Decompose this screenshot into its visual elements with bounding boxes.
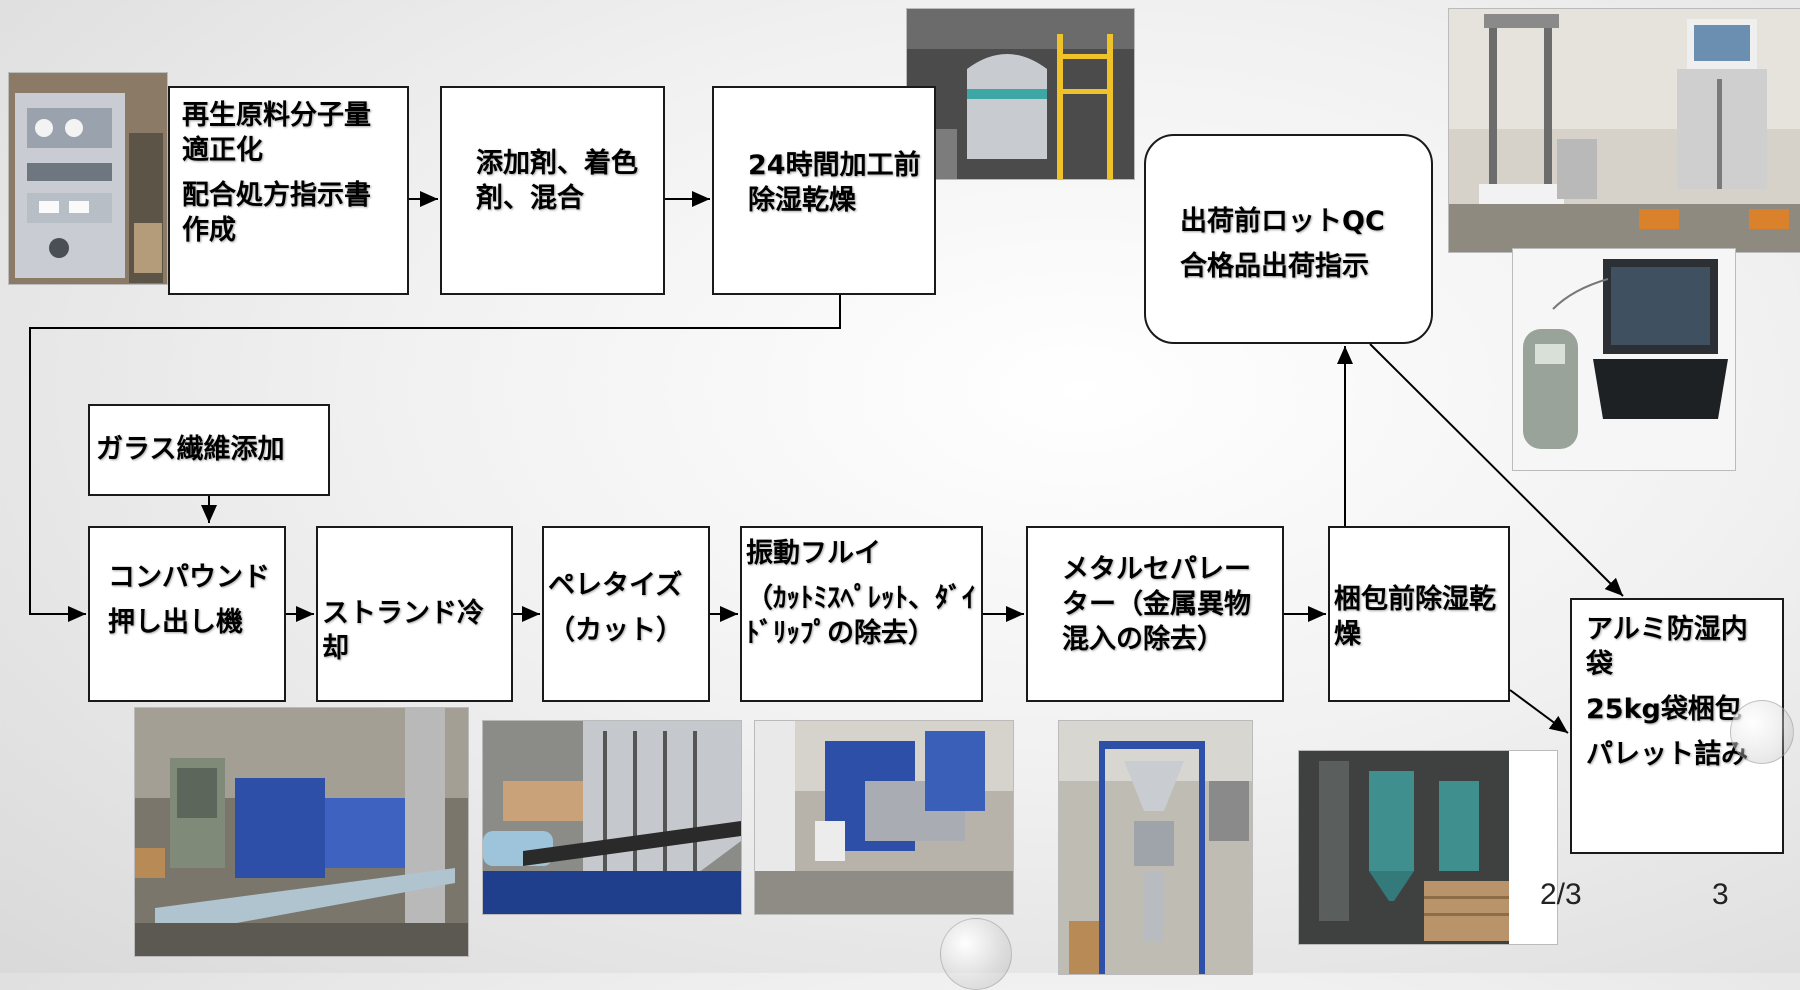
metal-separator-photo xyxy=(1058,720,1253,975)
pelletize-box: ペレタイズ （カット） xyxy=(542,526,710,702)
shipment-qc-line1: 出荷前ロットQC xyxy=(1180,206,1385,237)
pelletize-line1: ペレタイズ xyxy=(548,570,683,601)
dryer-silo-bags-photo xyxy=(1298,750,1558,945)
arrow-predry-to-packing xyxy=(1509,689,1569,734)
decorative-bubble xyxy=(1730,700,1794,764)
slide-date-fragment: 2/3 xyxy=(1540,878,1582,911)
compound-extruder-line1: コンパウンド xyxy=(108,562,270,593)
mixer-tank-photo xyxy=(906,8,1135,180)
strand-cooling-label: ストランド冷却 xyxy=(322,598,484,664)
control-panel-photo xyxy=(8,72,168,285)
pelletizer-photo xyxy=(754,720,1014,915)
compound-extruder-line2: 押し出し機 xyxy=(108,607,243,638)
pelletize-line2: （カット） xyxy=(548,615,683,646)
vibrating-sieve-box: 振動フルイ （ｶｯﾄﾐｽﾍﾟﾚｯﾄ、ﾀﾞｲﾄﾞﾘｯﾌﾟの除去） xyxy=(740,526,983,702)
compound-extruder-box: コンパウンド 押し出し機 xyxy=(88,526,286,702)
moisture-analyzer-laptop-photo xyxy=(1512,248,1736,471)
shipment-qc-box: 出荷前ロットQC 合格品出荷指示 xyxy=(1144,134,1433,344)
pre-pack-drying-label: 梱包前除湿乾燥 xyxy=(1334,584,1496,650)
slide-page-number: 3 xyxy=(1712,878,1729,911)
extruder-line-photo xyxy=(134,707,469,957)
step-regrind-line2: 配合処方指示書作成 xyxy=(182,180,371,246)
step-24h-drying-box: 24時間加工前除湿乾燥 xyxy=(712,86,936,295)
step-additive-mixing-label: 添加剤、着色剤、混合 xyxy=(476,148,638,214)
decorative-bubble xyxy=(940,918,1012,990)
metal-separator-box: メタルセパレーター（金属異物混入の除去） xyxy=(1026,526,1284,702)
metal-separator-label: メタルセパレーター（金属異物混入の除去） xyxy=(1062,554,1251,655)
step-regrind-spec-box: 再生原料分子量適正化 配合処方指示書作成 xyxy=(168,86,409,295)
tensile-tester-photo xyxy=(1448,8,1800,253)
pre-pack-drying-box: 梱包前除湿乾燥 xyxy=(1328,526,1510,702)
step-regrind-line1: 再生原料分子量適正化 xyxy=(182,100,371,166)
packing-line2: 25kg袋梱包 xyxy=(1586,694,1742,725)
step-24h-drying-label: 24時間加工前除湿乾燥 xyxy=(748,150,921,216)
strand-cooling-box: ストランド冷却 xyxy=(316,526,513,702)
glass-fiber-box: ガラス繊維添加 xyxy=(88,404,330,496)
packing-line1: アルミ防湿内袋 xyxy=(1586,614,1748,680)
vibrating-sieve-line2: （ｶｯﾄﾐｽﾍﾟﾚｯﾄ、ﾀﾞｲﾄﾞﾘｯﾌﾟの除去） xyxy=(746,583,976,649)
shipment-qc-line2: 合格品出荷指示 xyxy=(1180,251,1369,282)
vibrating-sieve-line1: 振動フルイ xyxy=(746,538,881,569)
packing-line3: パレット詰み xyxy=(1586,739,1748,770)
glass-fiber-label: ガラス繊維添加 xyxy=(96,434,285,465)
step-additive-mixing-box: 添加剤、着色剤、混合 xyxy=(440,86,665,295)
strand-cooling-photo xyxy=(482,720,742,915)
